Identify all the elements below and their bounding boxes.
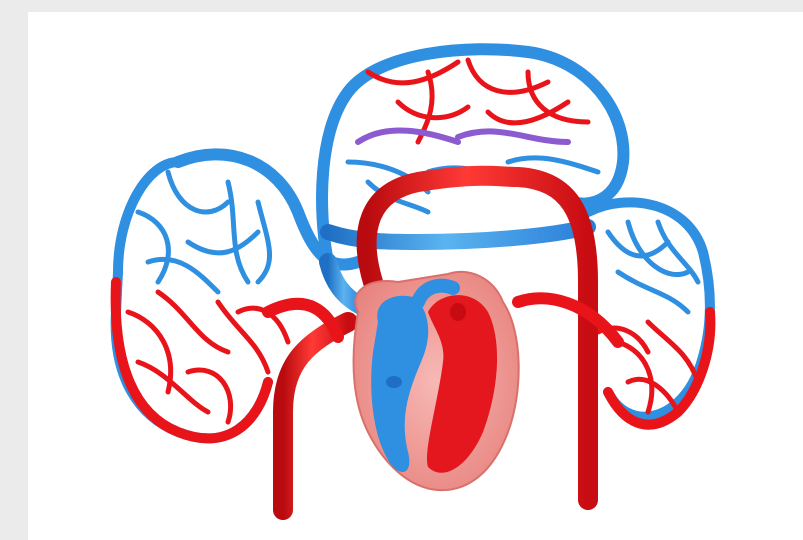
circulation-illustration [28,12,803,540]
illustration-canvas [28,12,803,540]
right-capillary-bed [588,202,710,424]
heart-cross-section [354,272,519,490]
